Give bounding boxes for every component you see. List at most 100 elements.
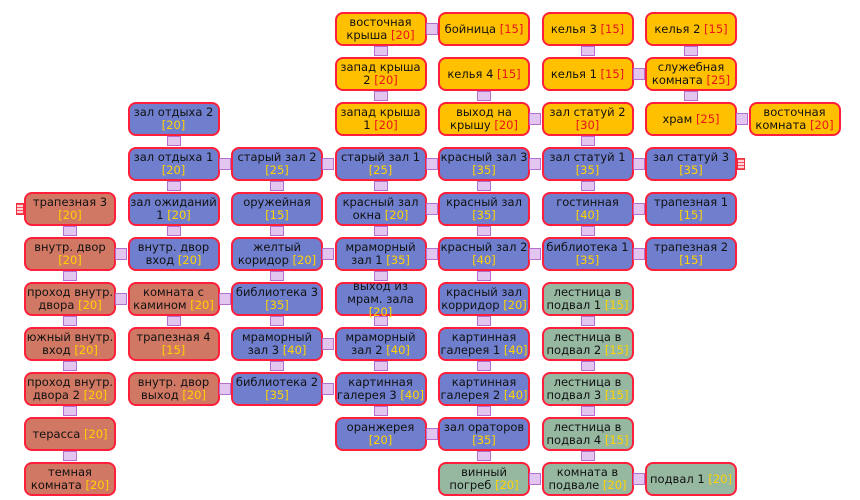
room-node[interactable]: трапезная 2 [15] [645,237,737,271]
room-node[interactable]: комната в подвале [20] [541,462,634,496]
door-connector [580,46,595,56]
door-connector [322,248,334,260]
room-node[interactable]: зал ожиданий 1 [20] [127,192,220,226]
stairs-icon[interactable] [16,203,24,215]
room-node[interactable]: лестница в подвал 3 [15] [541,372,634,406]
room-level: [25] [265,163,289,177]
room-level: [35] [472,163,496,177]
room-node[interactable]: красный зал окна [20] [334,192,427,226]
door-connector [218,293,231,305]
door-connector [270,181,284,191]
room-node[interactable]: оранжерея [20] [334,417,427,451]
room-name: лестница в подвал 2 [546,330,622,357]
room-level: [20] [167,208,191,222]
room-node[interactable]: запад крыша 1 [20] [334,102,427,136]
room-node[interactable]: восточная комната [20] [748,102,841,136]
door-connector [684,46,698,56]
room-node[interactable]: подвал 1 [20] [645,462,737,496]
room-level: [15] [604,298,629,312]
room-node[interactable]: выход из мрам. зала [20] [334,279,427,318]
room-level: [20] [58,208,82,222]
room-node[interactable]: запад крыша 2 [20] [334,57,427,91]
room-name: запад крыша 1 [340,105,421,132]
room-node[interactable]: лестница в подвал 2 [15] [541,327,634,361]
room-node[interactable]: храм [25] [645,102,737,136]
room-node[interactable]: красный зал 2 [40] [438,237,530,271]
room-node[interactable]: оружейная [15] [231,192,323,226]
room-node[interactable]: зал статуй 2 [30] [541,102,634,136]
room-node[interactable]: старый зал 2 [25] [231,147,323,181]
room-node[interactable]: картинная галерея 1 [40] [438,327,530,361]
room-node[interactable]: картинная галерея 3 [40] [334,372,427,406]
door-connector [270,271,284,281]
room-node[interactable]: бойница [15] [438,12,530,46]
door-connector [218,383,231,395]
room-node[interactable]: зал статуй 1 [35] [541,147,634,181]
room-node[interactable]: библиотека 2 [35] [231,372,323,406]
room-node[interactable]: терасса [20] [24,417,116,451]
door-connector [322,338,334,350]
room-node[interactable]: трапезная 4 [15] [127,327,220,361]
room-name: южный внутр. вход [26,330,114,357]
room-node[interactable]: южный внутр. вход [20] [24,327,116,361]
room-node[interactable]: трапезная 3 [20] [24,192,116,226]
room-name: старый зал 1 [340,150,421,164]
room-name: проход внутр. двора 2 [26,375,114,402]
room-node[interactable]: лестница в подвал 4 [15] [541,417,634,451]
room-node[interactable]: внутр. двор вход [20] [127,237,220,271]
room-node[interactable]: библиотека 3 [35] [231,282,323,316]
room-name: красный зал окна [342,195,419,222]
room-name: красный зал 3 [440,150,528,164]
room-node[interactable]: проход внутр. двора [20] [24,282,116,316]
room-node[interactable]: внутр. двор выход [20] [127,372,220,406]
room-node[interactable]: гостинная [40] [541,192,634,226]
door-connector [425,203,438,215]
room-node[interactable]: красный зал 3 [35] [438,147,530,181]
room-name: мраморный зал 1 [345,240,416,267]
room-node[interactable]: келья 3 [15] [541,12,634,46]
room-node[interactable]: зал ораторов [35] [438,417,530,451]
door-connector [477,316,491,326]
room-node[interactable]: темная комната [20] [24,462,116,496]
room-level: [40] [386,343,410,357]
room-level: [35] [265,298,289,312]
room-node[interactable]: зал отдыха 2 [20] [127,102,220,136]
room-node[interactable]: келья 1 [15] [541,57,634,91]
room-node[interactable]: красный зал корридор [20] [438,282,530,316]
room-node[interactable]: зал статуй 3 [35] [645,147,737,181]
room-name: келья 4 [447,66,498,81]
door-connector [218,158,231,170]
room-node[interactable]: выход на крышу [20] [438,102,530,136]
room-node[interactable]: красный зал [35] [438,192,530,226]
room-node[interactable]: винный погреб [20] [438,462,530,496]
room-node[interactable]: лестница в подвал 1 [15] [541,282,634,316]
room-node[interactable]: желтый коридор [20] [231,237,323,271]
room-level: [35] [679,163,703,177]
room-node[interactable]: картинная галерея 2 [40] [438,372,530,406]
stairs-icon[interactable] [737,158,745,170]
room-node[interactable]: внутр. двор [20] [24,237,116,271]
room-level: [20] [190,298,214,312]
room-name: библиотека 2 [235,375,319,389]
room-node[interactable]: мраморный зал 1 [35] [334,237,427,271]
room-name: восточная комната [755,105,826,132]
room-node[interactable]: келья 2 [15] [645,12,737,46]
room-node[interactable]: старый зал 1 [25] [334,147,427,181]
room-name: трапезная 4 [136,330,211,344]
room-level: [25] [706,73,731,87]
room-node[interactable]: восточная крыша [20] [334,12,427,46]
room-node[interactable]: служебная комната [25] [645,57,737,91]
room-node[interactable]: мраморный зал 3 [40] [231,327,323,361]
room-name: картинная галерея 2 [440,375,517,402]
room-node[interactable]: трапезная 1 [15] [645,192,737,226]
room-name: зал статуй 2 [549,105,626,119]
room-node[interactable]: библиотека 1 [35] [541,237,634,271]
room-node[interactable]: келья 4 [15] [438,57,530,91]
room-node[interactable]: зал отдыха 1 [20] [127,147,220,181]
room-name: келья 2 [654,21,705,36]
room-node[interactable]: комната с камином [20] [127,282,220,316]
door-connector [580,316,595,326]
room-node[interactable]: мраморный зал 2 [40] [334,327,427,361]
room-node[interactable]: проход внутр. двора 2 [20] [24,372,116,406]
